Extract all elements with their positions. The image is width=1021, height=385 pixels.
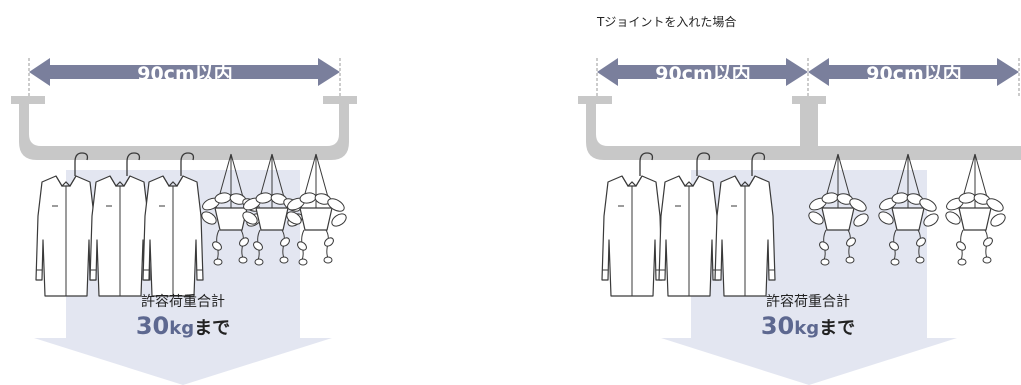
span-label: 90cm以内 <box>137 62 233 85</box>
span-label-left: 90cm以内 <box>655 62 751 85</box>
load-suffix: まで <box>194 318 231 339</box>
load-label: 許容荷重合計 <box>141 294 225 310</box>
t-joint-caption: Tジョイントを入れた場合 <box>597 15 737 29</box>
panel-without-joint: 90cm以内 <box>11 58 357 385</box>
load-unit: kg <box>794 318 820 339</box>
shirt-icon <box>142 175 204 297</box>
hanger-rail-t-joint <box>578 96 1021 160</box>
load-suffix: まで <box>819 318 856 339</box>
hanger-icon <box>639 152 766 176</box>
hanger-rail <box>11 96 357 160</box>
load-value: 30kgまで <box>103 312 263 340</box>
span-arrow-right <box>808 58 1019 86</box>
hanger-icon <box>74 152 195 176</box>
span-label-right: 90cm以内 <box>866 62 962 85</box>
shirt-icon <box>89 175 151 297</box>
load-unit: kg <box>169 318 195 339</box>
span-arrow-left <box>597 58 808 86</box>
span-arrow <box>29 58 340 86</box>
load-label: 許容荷重合計 <box>766 294 850 310</box>
shirt-icon <box>714 175 776 297</box>
load-number: 30 <box>135 312 170 340</box>
load-value: 30kgまで <box>728 312 888 340</box>
shirt-icon <box>658 175 720 297</box>
load-number: 30 <box>760 312 795 340</box>
panel-with-t-joint: 90cm以内 90cm以内 <box>578 58 1021 385</box>
shirt-icon <box>601 175 663 297</box>
hanging-plant-icon <box>942 153 1009 266</box>
shirt-icon <box>35 175 97 297</box>
